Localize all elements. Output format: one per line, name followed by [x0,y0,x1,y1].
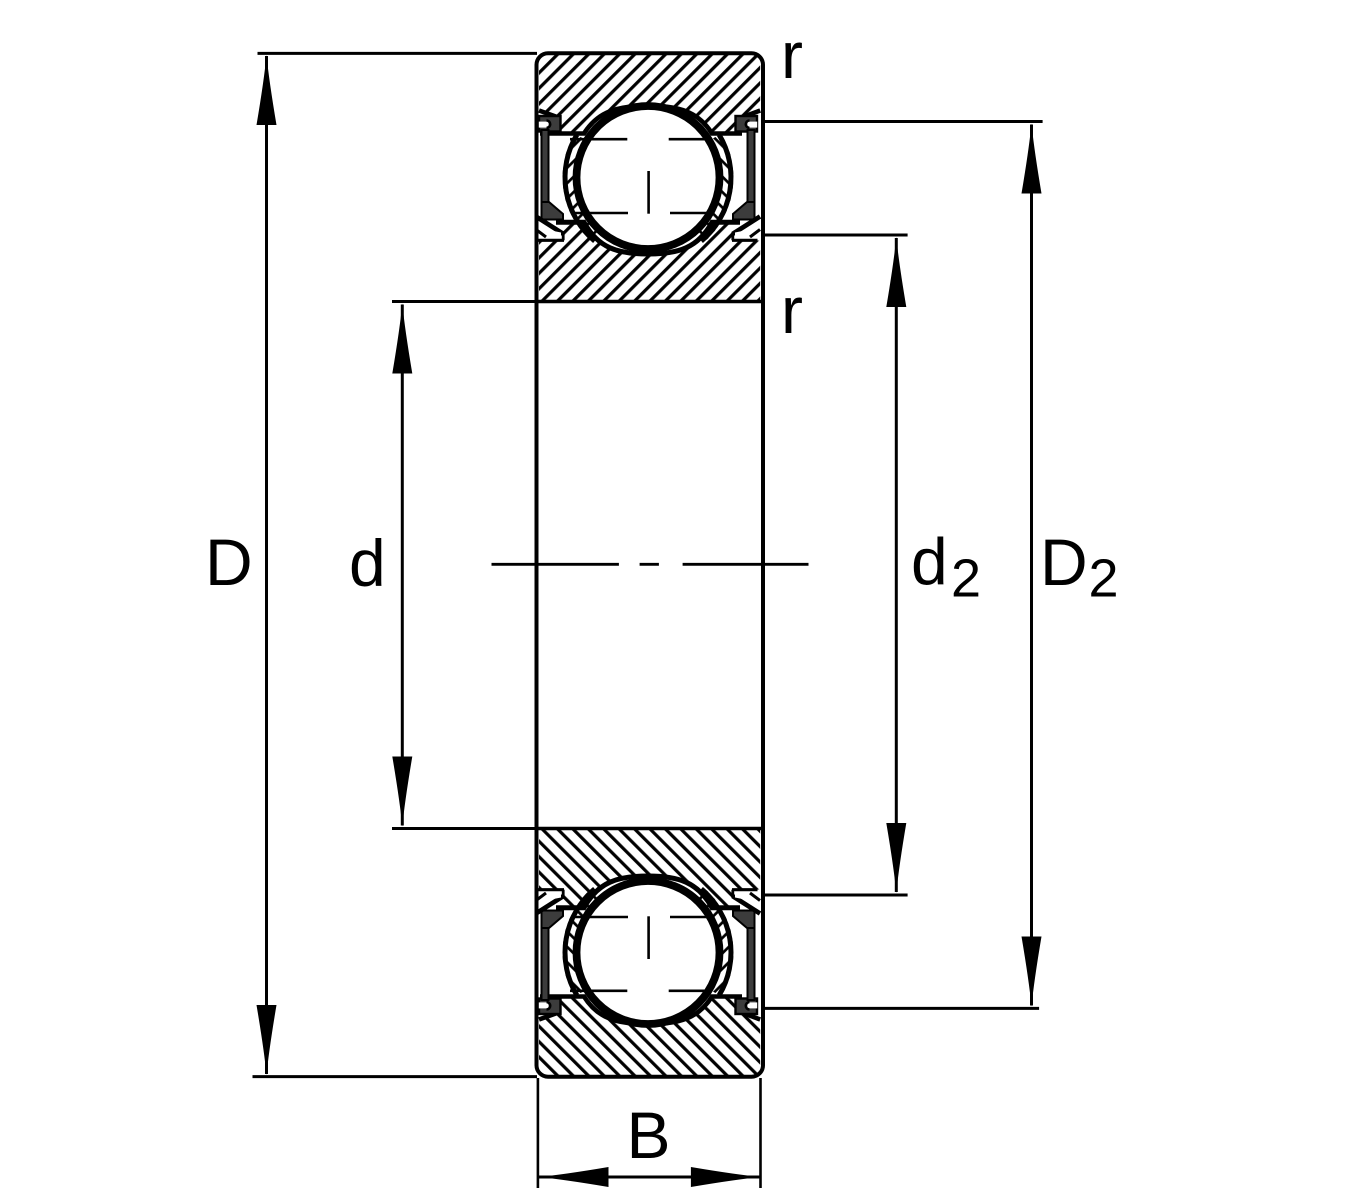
svg-text:2: 2 [1089,549,1119,609]
svg-text:d: d [349,526,386,600]
svg-text:r: r [781,273,803,347]
svg-text:d: d [911,525,948,599]
svg-text:r: r [781,18,803,92]
svg-text:D: D [1040,525,1088,599]
svg-text:D: D [205,525,253,599]
svg-text:B: B [627,1098,671,1172]
svg-text:2: 2 [951,549,981,609]
